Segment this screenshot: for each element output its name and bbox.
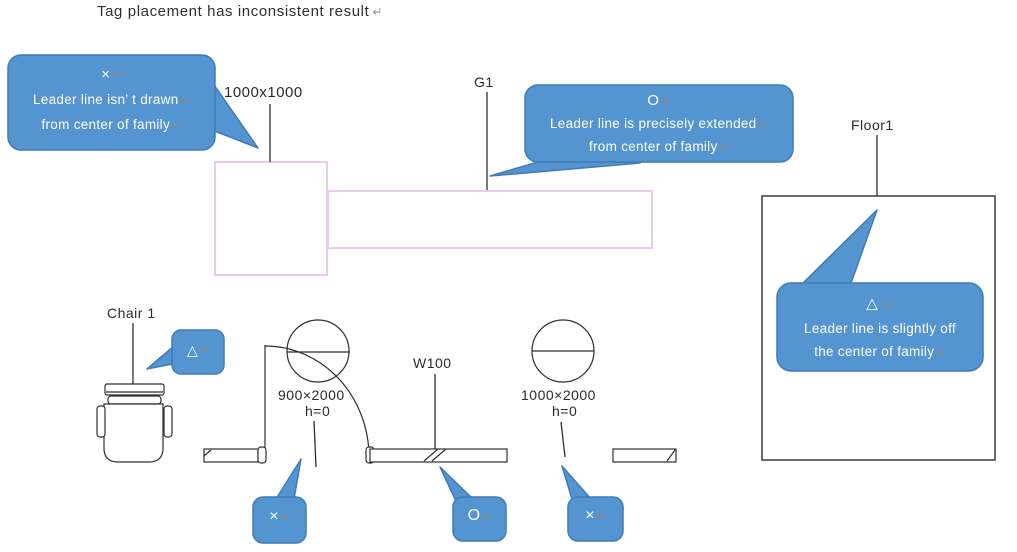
door2-symbol <box>531 319 595 383</box>
callout-precise: O↵ Leader line is precisely extended↵ fr… <box>549 92 769 154</box>
wall-hatch-line <box>423 448 439 462</box>
column-rect <box>214 161 328 276</box>
return-mark-icon: ↵ <box>482 511 492 523</box>
door1-size-label: 900×2000 <box>278 387 345 403</box>
wall-tag-label: W100 <box>413 355 452 371</box>
door1-symbol <box>264 319 370 458</box>
o-mark-icon: O <box>647 92 660 109</box>
return-mark-icon: ↵ <box>936 347 946 359</box>
callout-chair-mark-bubble <box>146 329 225 375</box>
callout-door1-mark-bubble <box>252 458 307 544</box>
wall-segments <box>203 446 677 464</box>
callout-no-center: ×↵ Leader line isn’ t drawn↵ from center… <box>32 66 191 132</box>
callout-wall-mark: O↵ <box>453 507 506 525</box>
door1-height-label: h=0 <box>305 403 331 419</box>
o-mark-icon: O <box>467 507 481 524</box>
return-mark-icon: ↵ <box>758 119 769 131</box>
wall-hatch-line <box>431 448 447 462</box>
callout-precise-bubble <box>489 84 794 177</box>
return-mark-icon: ↵ <box>112 70 122 82</box>
paragraph-return-mark: ↵ <box>372 5 383 19</box>
floor-rect <box>761 195 996 461</box>
x-mark-icon: × <box>101 66 111 83</box>
x-mark-icon: × <box>585 507 595 524</box>
callout-door1-mark: ×↵ <box>253 508 306 526</box>
chair-tag-label: Chair 1 <box>107 305 156 321</box>
door2-size-label: 1000×2000 <box>521 387 596 403</box>
return-mark-icon: ↵ <box>199 346 209 358</box>
return-mark-icon: ↵ <box>719 142 730 154</box>
x-mark-icon: × <box>269 508 279 525</box>
beam-tag-label: G1 <box>474 74 494 90</box>
return-mark-icon: ↵ <box>280 512 290 524</box>
door2-height-label: h=0 <box>552 403 578 419</box>
return-mark-icon: ↵ <box>596 511 606 523</box>
callout-door2-mark: ×↵ <box>568 507 623 525</box>
chair-symbol <box>96 383 173 463</box>
callout-slightly-off: △ ↵ Leader line is slightly off the cent… <box>804 295 956 359</box>
callout-no-center-bubble <box>7 54 259 151</box>
return-mark-icon: ↵ <box>180 95 191 107</box>
callout-door2-mark-bubble <box>561 465 624 542</box>
beam-rect <box>327 190 653 249</box>
triangle-mark-icon: △ <box>187 342 198 358</box>
return-mark-icon: ↵ <box>661 96 671 108</box>
triangle-mark-icon: △ <box>866 295 879 312</box>
door2-leader-line <box>560 421 566 458</box>
return-mark-icon: ↵ <box>884 299 894 311</box>
return-mark-icon: ↵ <box>172 120 182 132</box>
callout-slightly-off-bubble <box>776 209 984 372</box>
page-title: Tag placement has inconsistent result↵ <box>97 3 383 20</box>
callout-chair-mark: △↵ <box>172 342 224 359</box>
callout-wall-mark-bubble <box>439 466 507 542</box>
door1-leader-line <box>313 420 317 468</box>
column-tag-label: 1000x1000 <box>224 84 303 101</box>
floor-tag-label: Floor1 <box>851 117 894 133</box>
